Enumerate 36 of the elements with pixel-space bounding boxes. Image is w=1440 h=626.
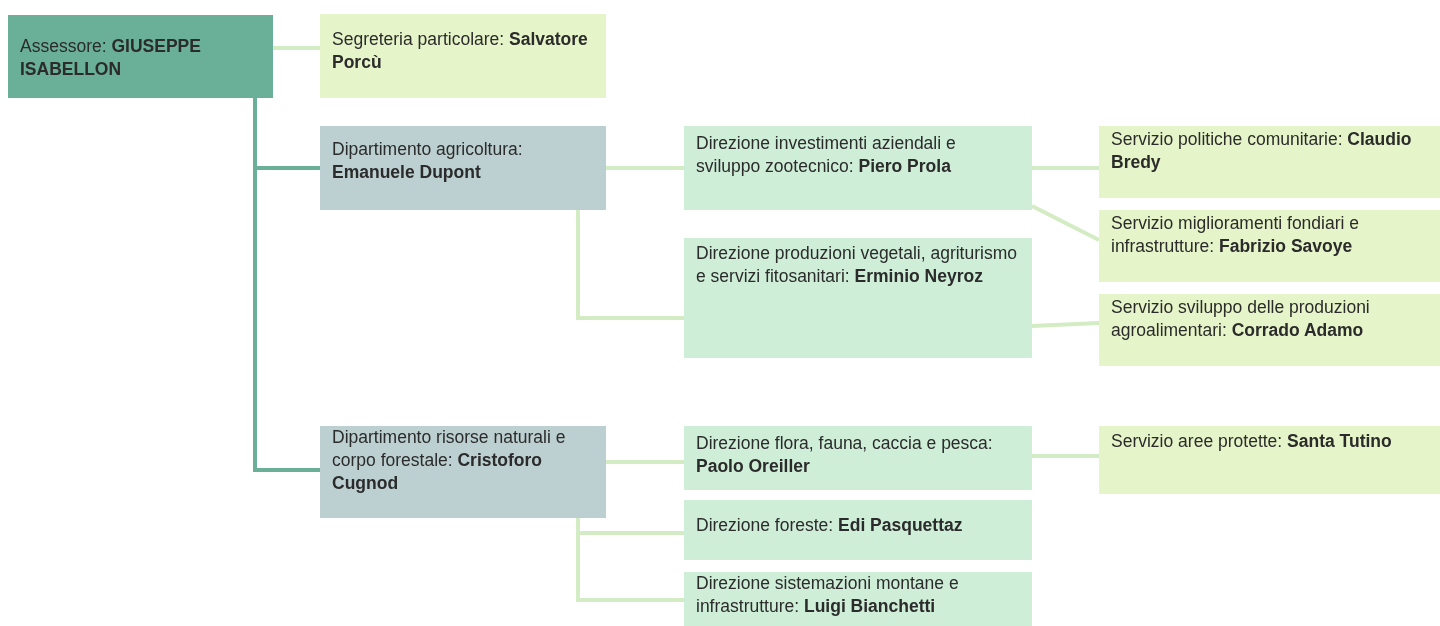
- directorate-box: [684, 572, 1032, 626]
- connector-line: [606, 460, 684, 464]
- connector-line: [1031, 204, 1100, 242]
- connector-line: [253, 98, 320, 472]
- directorate-box: [684, 426, 1032, 490]
- connector-line: [576, 210, 684, 320]
- service-box: [1099, 426, 1440, 494]
- connector-line: [576, 518, 684, 602]
- node-label: Dipartimento agricoltura: Emanuele Dupont: [332, 138, 524, 184]
- service-box: [1099, 294, 1440, 366]
- service-box: [1099, 210, 1440, 282]
- directorate-box: [684, 238, 1032, 358]
- connector-line: [1032, 166, 1099, 170]
- connector-line: [1031, 321, 1100, 328]
- connector-line: [1032, 454, 1099, 458]
- node-label: Segreteria particolare: Salvatore Porcù: [332, 28, 589, 74]
- node-label: Direzione foreste: Edi Pasquettaz: [696, 514, 964, 537]
- directorate-box: [684, 126, 1032, 210]
- node-label: Servizio aree protette: Santa Tutino: [1111, 430, 1393, 453]
- node-label: Direzione sistemazioni montane e infrastrutture: Luigi Bianchetti: [696, 572, 960, 618]
- node-label: Direzione produzioni vegetali, agriturismo e servizi fitosanitari: Erminio Neyroz: [696, 242, 1018, 288]
- node-label: Direzione investimenti aziendali e sviluppo zootecnico: Piero Prola: [696, 132, 957, 178]
- connector-line: [606, 166, 684, 170]
- assessor-box: [8, 15, 273, 98]
- node-label: Direzione flora, fauna, caccia e pesca: Paolo Oreiller: [696, 432, 994, 478]
- directorate-box: [684, 500, 1032, 560]
- department-box: [320, 126, 606, 210]
- node-label: Dipartimento risorse naturali e corpo forestale: Cristoforo Cugnod: [332, 426, 567, 495]
- connector-line: [273, 46, 320, 50]
- node-label: Assessore: GIUSEPPE ISABELLON: [20, 35, 202, 81]
- node-label: Servizio miglioramenti fondiari e infrastrutture: Fabrizio Savoye: [1111, 212, 1361, 258]
- department-box: [320, 426, 606, 518]
- service-box: [1099, 126, 1440, 198]
- node-label: Servizio politiche comunitarie: Claudio Bredy: [1111, 128, 1413, 174]
- secretariat-box: [320, 14, 606, 98]
- node-label: Servizio sviluppo delle produzioni agroalimentari: Corrado Adamo: [1111, 296, 1371, 342]
